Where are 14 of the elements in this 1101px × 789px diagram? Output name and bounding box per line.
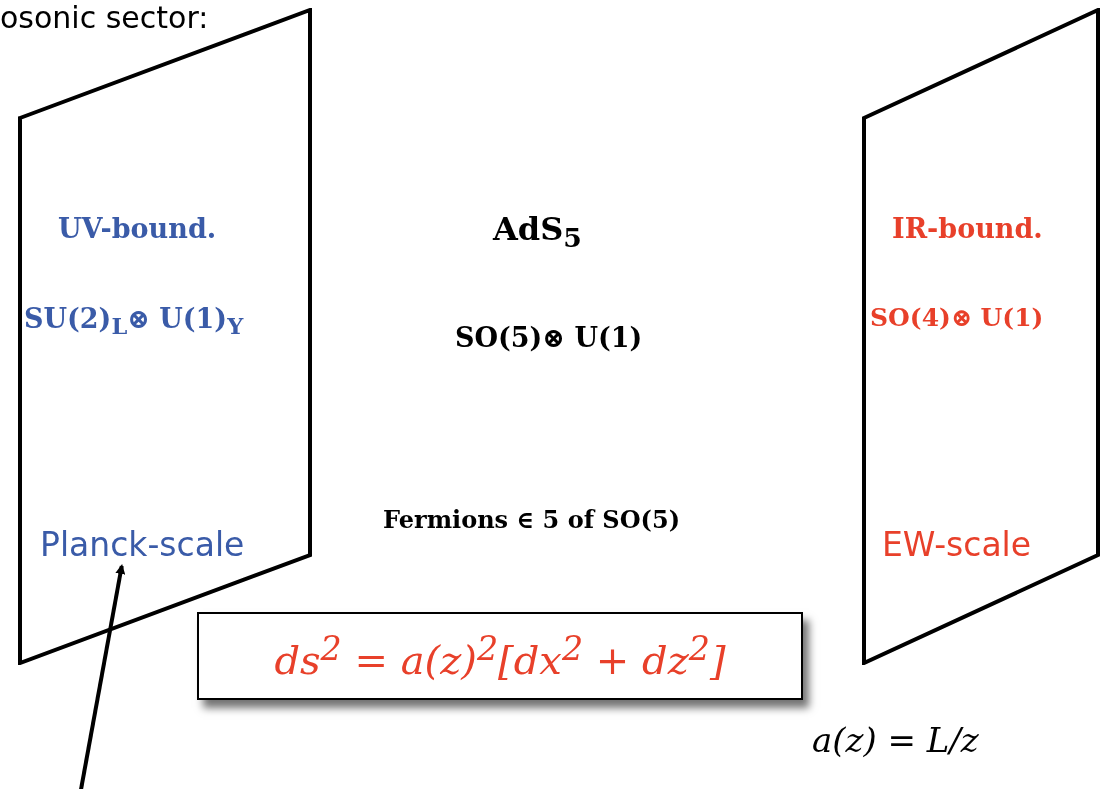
scale-text: Planck-scale (40, 525, 245, 564)
brane-plane (862, 8, 1100, 665)
bulk-symmetry-text: SO(5)⊗ U(1) (455, 322, 643, 353)
brane-title: IR-bound. (892, 213, 1043, 244)
fermion-note: Fermions ∈ 5 of SO(5) (383, 505, 680, 534)
space-label: AdS$_{5}$ (493, 210, 582, 254)
brane-title: UV-bound. (58, 213, 217, 244)
symmetry-group-text: SU(2)$_{L}$⊗ U(1)$_{Y}$ (24, 303, 244, 340)
heading-text: osonic sector: (0, 0, 209, 35)
warp-factor-formula: a(z) = L/z (812, 720, 979, 760)
arrow (78, 564, 126, 789)
symmetry-group-text: SO(4)⊗ U(1) (870, 303, 1044, 332)
scale-text: EW-scale (882, 525, 1032, 564)
formula-box: ds$^{2}$ = a(z)$^{2}$[dx$^{2}$ + dz$^{2}$] (197, 612, 803, 700)
